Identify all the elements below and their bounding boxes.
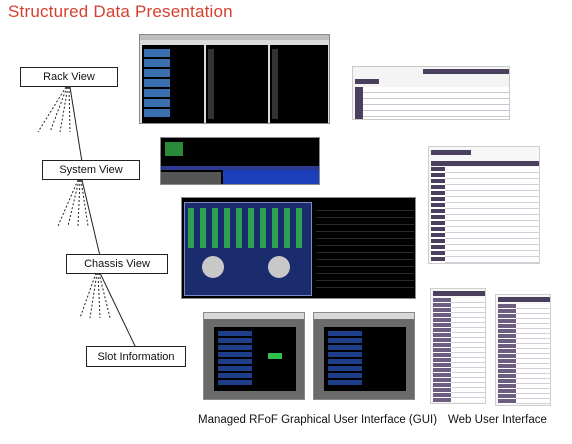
connector-system-chassis [81, 179, 101, 257]
gui-slot-info-screenshot-2 [313, 312, 415, 400]
web-slot-detail-screenshot-2 [495, 294, 551, 406]
node-chassis-view: Chassis View [66, 254, 168, 274]
web-system-list-screenshot [428, 146, 540, 264]
page-title: Structured Data Presentation [8, 2, 233, 21]
node-slot-information: Slot Information [86, 346, 186, 367]
dashed-chassis-1 [79, 272, 97, 319]
node-system-view: System View [42, 160, 140, 180]
caption-gui: Managed RFoF Graphical User Interface (G… [198, 414, 438, 426]
gui-rack-view-screenshot [139, 34, 330, 124]
dashed-system-1 [57, 179, 79, 227]
connector-rack-system [69, 86, 83, 163]
web-slot-detail-screenshot-1 [430, 288, 486, 404]
web-rack-table-screenshot [352, 66, 510, 120]
connector-chassis-slot [99, 272, 137, 349]
gui-system-view-screenshot [160, 137, 320, 185]
dashed-rack-1 [37, 86, 67, 133]
caption-web-ui: Web User Interface [448, 414, 547, 426]
gui-slot-info-screenshot-1 [203, 312, 305, 400]
gui-chassis-view-screenshot [181, 197, 416, 299]
node-rack-view: Rack View [20, 67, 118, 87]
